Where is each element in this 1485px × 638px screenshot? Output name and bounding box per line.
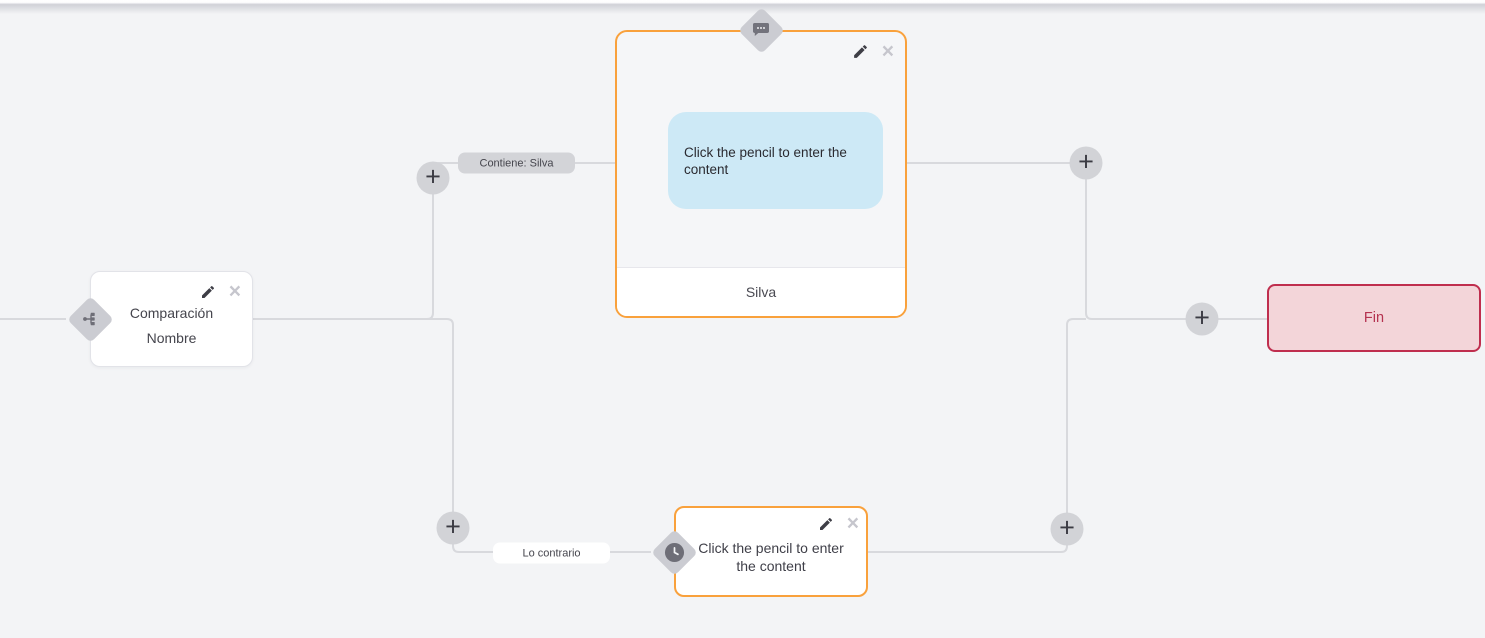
end-node-label: Fin	[1363, 310, 1385, 326]
edge-delay-to-end	[868, 318, 1086, 553]
edit-pencil-button[interactable]	[852, 43, 869, 60]
pencil-icon	[201, 285, 214, 298]
condition-title-line1: Comparación	[129, 305, 214, 321]
close-icon[interactable]: ×	[228, 280, 241, 303]
pencil-icon	[853, 45, 867, 58]
edit-pencil-button[interactable]	[818, 516, 834, 532]
condition-node[interactable]: × Comparación Nombre	[90, 271, 253, 367]
message-bubble-text: Click the pencil to enter the content	[684, 144, 847, 177]
close-icon[interactable]: ×	[881, 40, 894, 63]
clock-icon	[664, 542, 685, 563]
edge-label-nomatch-text: Lo contrario	[522, 547, 581, 559]
delay-node-text: Click the pencil to enter the content	[698, 539, 844, 574]
message-bubble: Click the pencil to enter the content	[668, 112, 883, 209]
plus-icon: +	[1194, 302, 1210, 332]
branch-icon	[82, 311, 98, 327]
plus-icon: +	[1059, 512, 1075, 542]
delay-node[interactable]: × Click the pencil to enter the content	[674, 506, 868, 597]
edge-nomatch-left	[253, 318, 493, 553]
message-icon	[752, 22, 770, 38]
edge-label-match-text: Contiene: Silva	[479, 157, 554, 169]
add-node-button-after-message[interactable]: +	[1069, 146, 1103, 180]
edge-label-match: Contiene: Silva	[458, 152, 575, 174]
add-node-button-after-delay[interactable]: +	[1050, 512, 1084, 546]
pencil-icon	[819, 517, 832, 530]
add-node-button-before-end[interactable]: +	[1185, 302, 1219, 336]
end-node[interactable]: Fin	[1267, 284, 1481, 352]
message-port[interactable]	[737, 6, 785, 54]
plus-icon: +	[1078, 146, 1094, 176]
add-node-button-nomatch[interactable]: +	[436, 511, 470, 545]
close-icon[interactable]: ×	[846, 512, 859, 535]
edge-message-to-end	[907, 162, 1267, 320]
plus-icon: +	[445, 511, 461, 541]
condition-port[interactable]	[66, 295, 114, 343]
message-node[interactable]: × Click the pencil to enter the content …	[615, 30, 907, 318]
delay-port[interactable]	[650, 528, 698, 576]
plus-icon: +	[425, 161, 441, 191]
edit-pencil-button[interactable]	[200, 284, 216, 300]
add-node-button-match[interactable]: +	[416, 161, 450, 195]
message-footer: Silva	[617, 267, 905, 316]
message-footer-text: Silva	[745, 284, 777, 300]
condition-title-line2: Nombre	[146, 330, 197, 346]
edge-label-nomatch: Lo contrario	[493, 542, 610, 564]
